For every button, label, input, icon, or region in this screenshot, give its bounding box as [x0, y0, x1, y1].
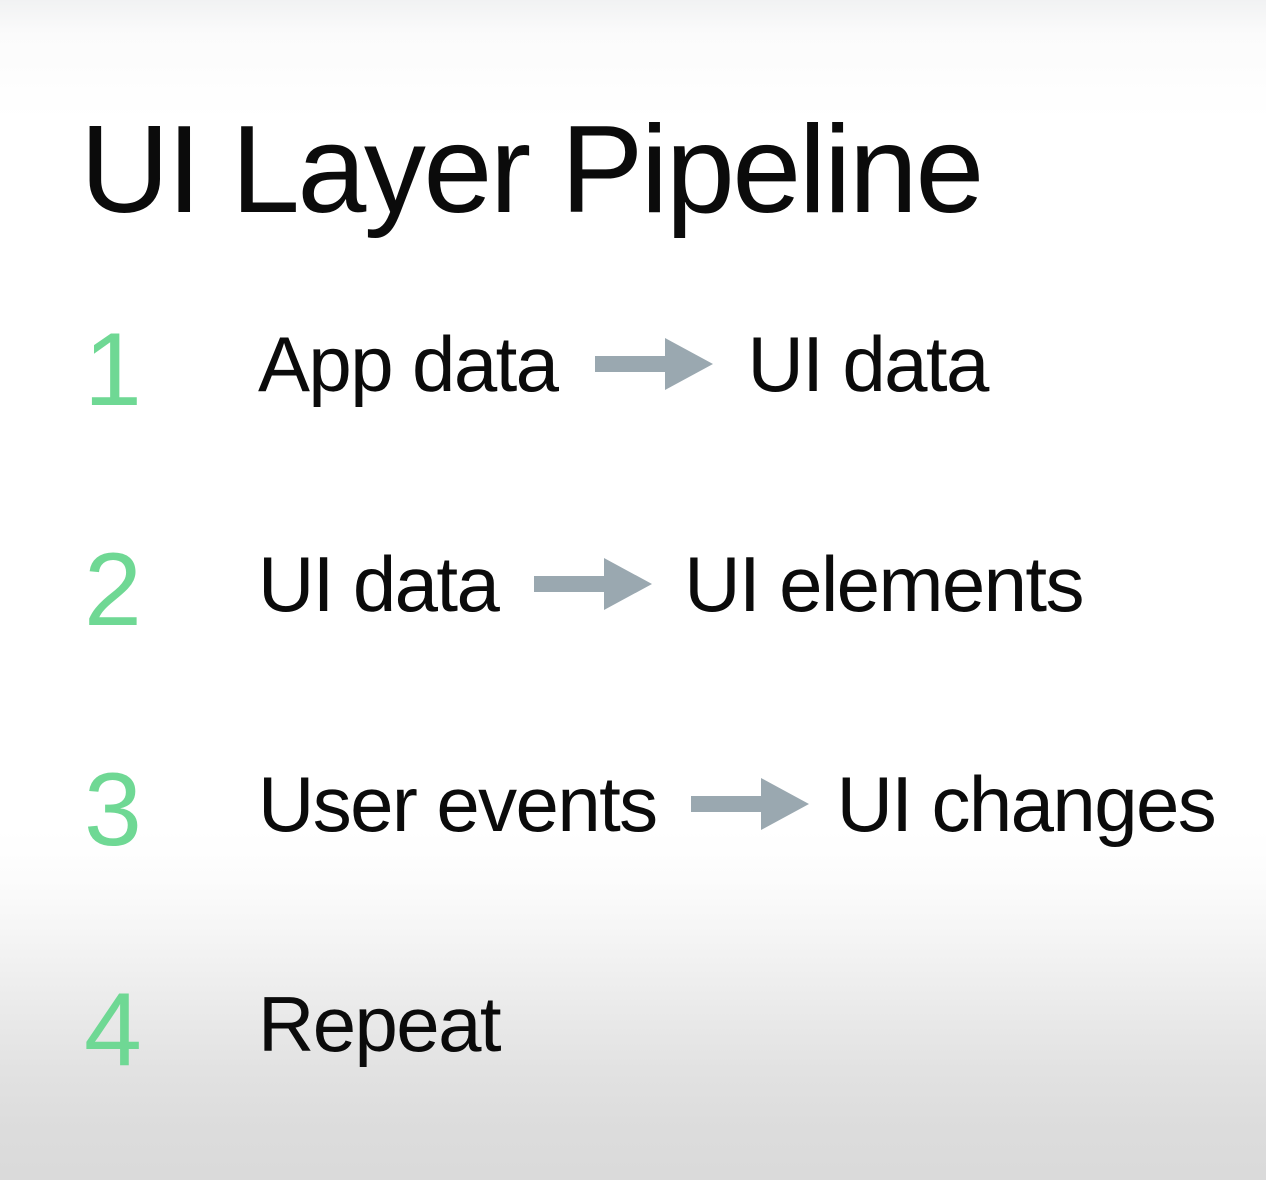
- right-arrow-icon: [595, 335, 714, 393]
- step-source-label-3: User events: [258, 760, 658, 848]
- step-target-label-1: UI data: [747, 320, 989, 408]
- step-body-4: Repeat: [258, 980, 502, 1068]
- step-number-3: 3: [84, 752, 142, 868]
- step-target-label-3: UI changes: [836, 760, 1217, 848]
- step-number-4: 4: [84, 972, 142, 1088]
- step-body-1: App data UI data: [258, 320, 989, 408]
- right-arrow-icon: [690, 775, 809, 833]
- pipeline-step-2: 2 UI data UI elements: [0, 538, 1266, 758]
- step-body-2: UI data UI elements: [258, 540, 1084, 628]
- step-source-label-4: Repeat: [258, 980, 502, 1068]
- pipeline-step-1: 1 App data UI data: [0, 318, 1266, 538]
- page-title: UI Layer Pipeline: [80, 101, 984, 240]
- pipeline-step-4: 4 Repeat: [0, 978, 1266, 1180]
- step-body-3: User events UI changes: [258, 760, 1217, 848]
- right-arrow-icon: [534, 555, 653, 613]
- pipeline-step-list: 1 App data UI data 2 UI data: [0, 318, 1266, 1180]
- pipeline-step-3: 3 User events UI changes: [0, 758, 1266, 978]
- step-source-label-2: UI data: [258, 540, 500, 628]
- step-number-2: 2: [84, 532, 142, 648]
- step-source-label-1: App data: [258, 320, 559, 408]
- step-target-label-2: UI elements: [684, 540, 1084, 628]
- step-number-1: 1: [84, 312, 142, 428]
